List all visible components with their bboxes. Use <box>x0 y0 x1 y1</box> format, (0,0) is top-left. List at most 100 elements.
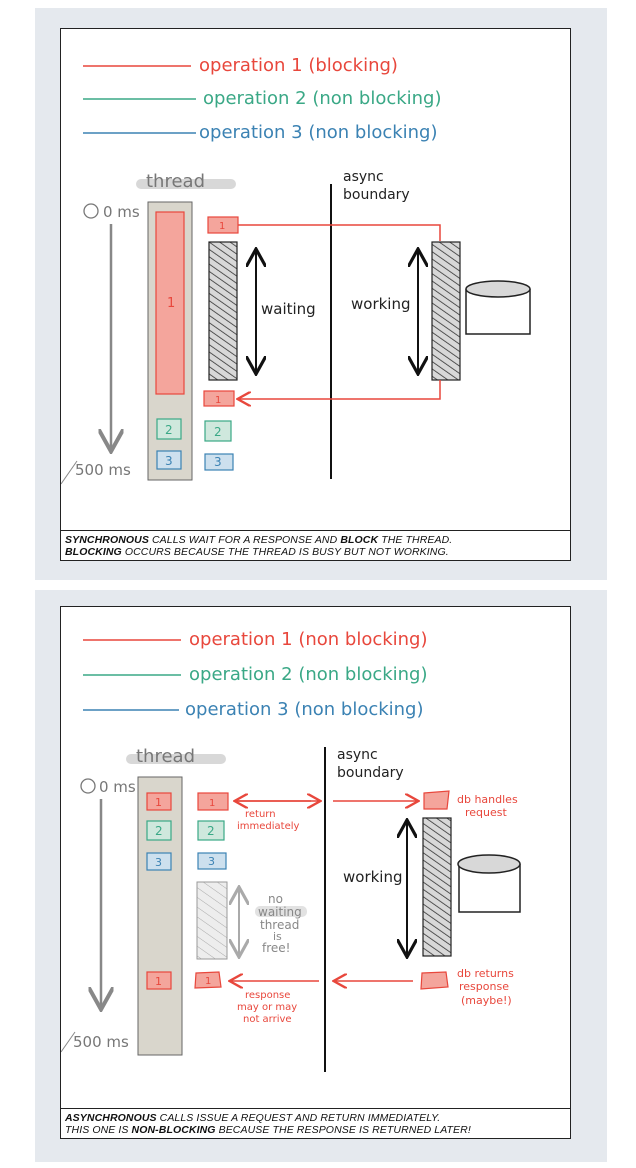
database-icon <box>465 280 531 335</box>
return-label: return <box>245 809 276 820</box>
operation-1-response-box <box>203 390 235 407</box>
caption-keyword-non-blocking: NON-BLOCKING <box>131 1124 216 1136</box>
operation-2-box <box>204 420 232 442</box>
boundary-label: boundary <box>343 187 410 203</box>
working-hatched-bar <box>422 817 452 957</box>
time-end-tick <box>60 460 78 485</box>
waiting-label: waiting <box>258 905 302 919</box>
legend-label-operation-2: operation 2 (non blocking) <box>189 664 428 685</box>
operation-3-box <box>204 453 234 471</box>
maybe-label: (maybe!) <box>461 994 512 1007</box>
db-handles-label: db handles <box>457 793 518 806</box>
async-diagram-panel: operation 1 (non blocking) operation 2 (… <box>60 606 571 1139</box>
thread-operation-2-label: 2 <box>165 423 173 437</box>
thread-label-highlight <box>136 179 236 189</box>
free-label: free! <box>262 941 290 955</box>
time-zero-marker <box>80 778 96 794</box>
operation-1-request-label: 1 <box>219 221 225 232</box>
thread-operation-2-label: 2 <box>155 824 163 838</box>
thread-operation-2-box <box>156 418 182 440</box>
thread-label: thread <box>136 746 195 767</box>
may-or-may-label: may or may <box>237 1002 297 1013</box>
thread-operation-1-response-box <box>146 971 172 990</box>
sync-diagram: operation 1 (blocking) operation 2 (non … <box>60 55 531 485</box>
boundary-label: boundary <box>337 765 404 781</box>
sync-caption: SYNCHRONOUS CALLS WAIT FOR A RESPONSE AN… <box>61 530 570 560</box>
request-label: request <box>465 806 508 819</box>
thread-operation-1-response-label: 1 <box>155 975 162 988</box>
caption-keyword-asynchronous: ASYNCHRONOUS <box>65 1112 157 1124</box>
no-label: no <box>268 892 283 906</box>
sync-caption-line-2: BLOCKING OCCURS BECAUSE THE THREAD IS BU… <box>65 546 566 558</box>
async-label: async <box>343 169 384 185</box>
thread-operation-1-label: 1 <box>167 296 175 311</box>
async-diagram: operation 1 (non blocking) operation 2 (… <box>60 629 521 1072</box>
caption-text: OCCURS BECAUSE THE THREAD IS BUSY BUT NO… <box>121 546 449 558</box>
operation-1-request-arrow <box>238 224 441 241</box>
waiting-label: waiting <box>261 300 316 318</box>
thread-operation-3-box <box>146 852 172 871</box>
operation-1-response-label: 1 <box>205 976 211 987</box>
immediately-label: immediately <box>237 821 300 832</box>
db-request-box <box>423 790 450 810</box>
db-response-box <box>420 971 449 990</box>
operation-2-label: 2 <box>214 425 222 439</box>
async-caption-line-2: THIS ONE IS NON-BLOCKING BECAUSE THE RES… <box>65 1124 566 1136</box>
time-start-label: 0 ms <box>99 778 136 796</box>
thread-operation-1-box <box>146 792 172 811</box>
caption-text: THE THREAD. <box>378 534 453 546</box>
caption-text: CALLS ISSUE A REQUEST AND RETURN IMMEDIA… <box>156 1112 441 1124</box>
waiting-highlight <box>255 906 307 917</box>
thread-column <box>137 776 183 1056</box>
sync-caption-line-1: SYNCHRONOUS CALLS WAIT FOR A RESPONSE AN… <box>65 534 566 546</box>
operation-1-response-box <box>194 971 222 989</box>
async-label: async <box>337 747 378 763</box>
thread-operation-2-box <box>146 820 172 841</box>
database-icon <box>457 854 521 913</box>
working-hatched-bar <box>431 241 461 381</box>
legend-label-operation-3: operation 3 (non blocking) <box>185 699 424 720</box>
not-arrive-label: not arrive <box>243 1014 292 1025</box>
thread-operation-3-label: 3 <box>165 454 173 468</box>
thread-label: thread <box>146 171 205 192</box>
operation-1-response-label: 1 <box>215 395 221 406</box>
legend-label-operation-2: operation 2 (non blocking) <box>203 88 442 109</box>
time-zero-marker <box>83 203 99 219</box>
operation-1-request-box <box>197 792 229 811</box>
thread-operation-1-label: 1 <box>155 796 162 809</box>
async-caption: ASYNCHRONOUS CALLS ISSUE A REQUEST AND R… <box>61 1108 570 1138</box>
operation-3-box <box>197 852 227 870</box>
thread-operation-3-label: 3 <box>155 856 162 869</box>
sync-diagram-panel: operation 1 (blocking) operation 2 (non … <box>60 28 571 561</box>
operation-3-label: 3 <box>208 855 215 868</box>
operation-3-label: 3 <box>214 455 222 469</box>
waiting-hatched-bar <box>208 241 238 381</box>
legend-label-operation-3: operation 3 (non blocking) <box>199 122 438 143</box>
async-caption-line-1: ASYNCHRONOUS CALLS ISSUE A REQUEST AND R… <box>65 1112 566 1124</box>
caption-text: CALLS WAIT FOR A RESPONSE AND <box>148 534 341 546</box>
operation-1-request-label: 1 <box>209 798 215 809</box>
operation-2-label: 2 <box>207 824 215 838</box>
idle-light-hatched-bar <box>196 881 228 960</box>
time-start-label: 0 ms <box>103 203 140 221</box>
thread-operation-1-bar <box>155 211 185 395</box>
caption-keyword-synchronous: SYNCHRONOUS <box>65 534 149 546</box>
operation-2-box <box>197 820 225 841</box>
legend-label-operation-1: operation 1 (non blocking) <box>189 629 428 650</box>
thread-is-label: thread <box>260 918 299 932</box>
working-label: working <box>343 868 403 886</box>
response-may-label: response <box>245 990 290 1001</box>
time-end-label: 500 ms <box>75 461 131 479</box>
time-end-label: 500 ms <box>73 1033 129 1051</box>
thread-label-highlight <box>126 754 226 764</box>
is-label: is <box>273 930 282 943</box>
thread-operation-3-box <box>156 450 182 470</box>
caption-keyword-blocking: BLOCKING <box>65 546 122 558</box>
caption-text: BECAUSE THE RESPONSE IS RETURNED LATER! <box>215 1124 471 1136</box>
caption-keyword-block: BLOCK <box>340 534 379 546</box>
db-returns-label: db returns <box>457 967 514 980</box>
response-label: response <box>459 980 509 993</box>
caption-text: THIS ONE IS <box>65 1124 132 1136</box>
legend-label-operation-1: operation 1 (blocking) <box>199 55 398 76</box>
time-end-tick <box>60 1031 76 1053</box>
